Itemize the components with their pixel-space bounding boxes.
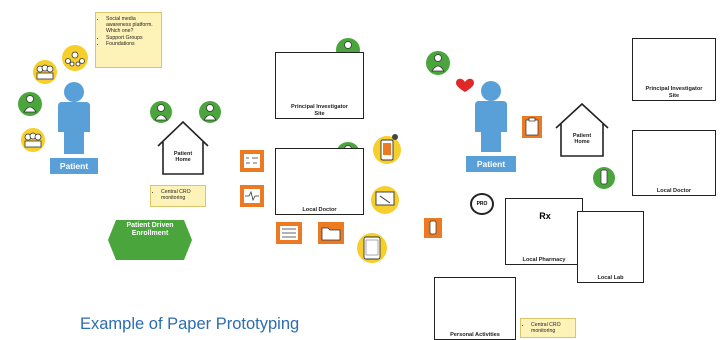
monitor-icon [371, 186, 399, 214]
local-doctor-card: Local Doctor [275, 148, 364, 215]
group-icon [33, 60, 57, 84]
patient-label: Patient [59, 161, 89, 171]
doctor-icon [199, 101, 221, 123]
doctor-icon [18, 92, 42, 116]
card-label: Personal Activities [450, 331, 500, 338]
vial-icon [424, 218, 442, 238]
principal-investigator-card: Principal Investigator Site [632, 38, 716, 101]
patient-home-label: Patient Home [173, 151, 193, 164]
patient-figure [50, 82, 98, 174]
pro-badge: PRO [470, 193, 494, 215]
chart-icon [240, 150, 264, 172]
cro-list: Central CRO monitoring [155, 189, 201, 201]
card-label: Local Pharmacy [522, 256, 566, 263]
doctor-icon [426, 51, 450, 75]
patient-label: Patient [476, 159, 506, 169]
clipboard-icon [522, 116, 542, 138]
hexagon-label: Patient Driven Enrollment [126, 222, 174, 237]
house-icon [157, 120, 209, 175]
group-icon-2 [21, 128, 45, 152]
sticky-note-outreach: Social media awareness platform. Which o… [95, 12, 162, 68]
list-item: Support Groups [106, 35, 157, 41]
phone-icon [373, 134, 401, 164]
card-label: Local Doctor [656, 187, 692, 194]
sticky-note-cro: Central CRO monitoring [150, 185, 206, 207]
list-item: Foundations [106, 41, 157, 47]
cro-list: Central CRO monitoring [525, 322, 571, 334]
card-label: Local Lab [597, 274, 624, 281]
list-icon [276, 222, 302, 244]
ecg-icon [240, 185, 264, 207]
tablet-icon [357, 233, 387, 263]
hexagon-icon [108, 220, 192, 260]
patient-home-label: Patient Home [572, 133, 592, 146]
sticky-note-cro: Central CRO monitoring [520, 318, 576, 338]
house-icon [555, 102, 609, 157]
doctor-icon [593, 167, 615, 189]
network-icon [62, 45, 88, 71]
card-label: Principal Investigator Site [291, 104, 348, 117]
list-item: Central CRO monitoring [531, 322, 571, 334]
outreach-list: Social media awareness platform. Which o… [100, 16, 157, 47]
heart-icon [456, 78, 474, 92]
card-label: Local Doctor [302, 206, 337, 213]
list-item: Central CRO monitoring [161, 189, 201, 201]
doctor-icon [150, 101, 172, 123]
patient-figure [466, 81, 516, 172]
caption: Example of Paper Prototyping [80, 315, 300, 333]
local-pharmacy-card: Rx Local Pharmacy [505, 198, 583, 265]
card-label: Principal Investigator Site [645, 86, 703, 99]
local-lab-card: Local Lab [577, 211, 644, 283]
rx-label: Rx [539, 211, 551, 221]
folder-icon [318, 222, 344, 244]
list-item: Social media awareness platform. Which o… [106, 16, 157, 35]
personal-activities-card: Personal Activities [434, 277, 516, 340]
local-doctor-card: Local Doctor [632, 130, 716, 196]
principal-investigator-card: Principal Investigator Site [275, 52, 364, 119]
